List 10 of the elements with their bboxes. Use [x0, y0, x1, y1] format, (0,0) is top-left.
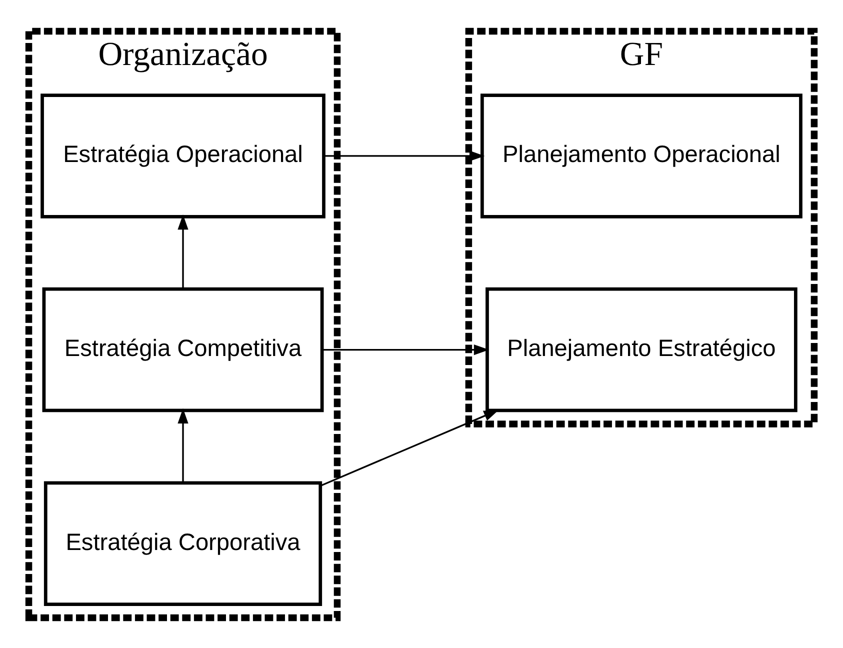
- arrow: [178, 214, 188, 288]
- node-box: Estratégia Corporativa: [44, 480, 322, 606]
- arrow: [178, 408, 188, 482]
- arrow: [324, 150, 485, 161]
- node-box: Planejamento Operacional: [480, 93, 802, 218]
- node-box: Estratégia Operacional: [40, 93, 326, 218]
- arrow: [322, 344, 490, 355]
- node-box: Planejamento Estratégico: [486, 286, 798, 412]
- arrow: [320, 409, 499, 486]
- node-box: Estratégia Competitiva: [42, 286, 324, 412]
